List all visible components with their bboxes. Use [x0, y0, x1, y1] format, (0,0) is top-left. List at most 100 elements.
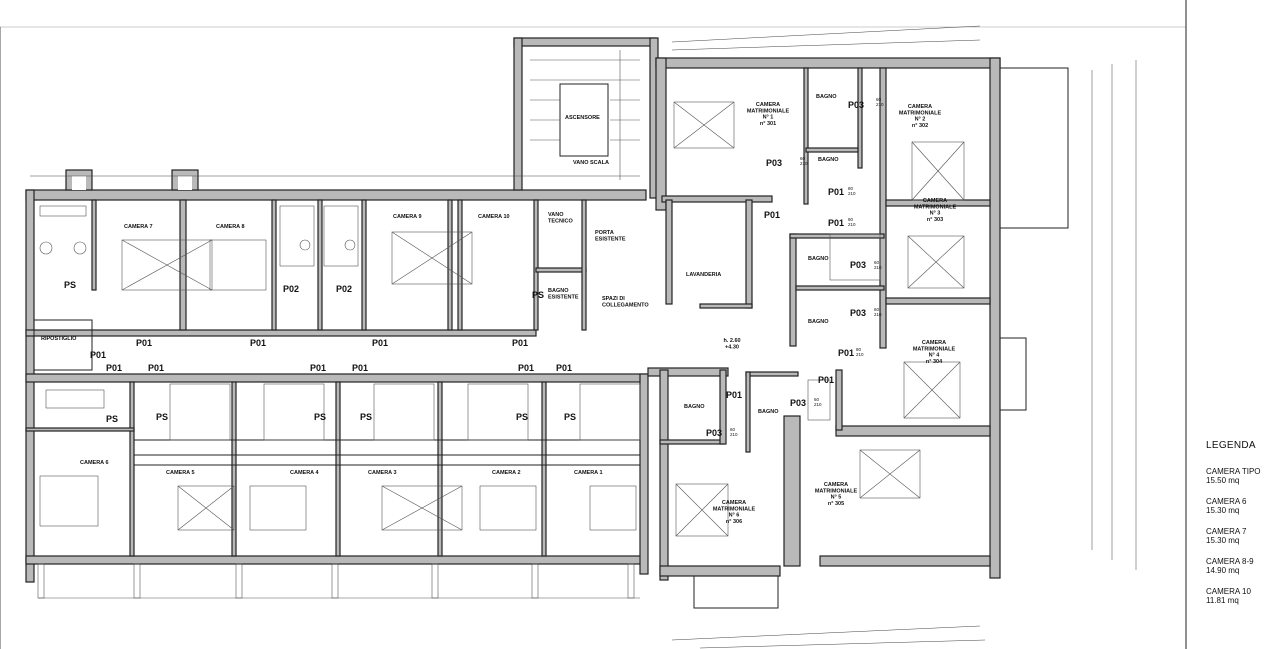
door-p01: P01 [250, 338, 266, 348]
door-p01: P01 [372, 338, 388, 348]
legend-title: LEGENDA [1206, 440, 1256, 451]
door-p01: P01 [310, 363, 326, 373]
door-ps: PS [360, 412, 372, 422]
camera-7-label: CAMERA 7 [124, 224, 153, 230]
door-p01: P01 [828, 218, 844, 228]
bagno-label: BAGNO [808, 319, 829, 325]
camera-9-label: CAMERA 9 [393, 214, 422, 220]
legend-item-name: CAMERA 7 [1206, 527, 1247, 536]
door-ps: PS [564, 412, 576, 422]
bagno-label: BAGNO [816, 94, 837, 100]
door-ps: PS [516, 412, 528, 422]
camera-2-label: CAMERA 2 [492, 470, 521, 476]
door-p03: P03 [766, 158, 782, 168]
door-p02: P02 [336, 284, 352, 294]
door-ps: PS [64, 280, 76, 290]
vano-scala-label: VANO SCALA [573, 160, 609, 166]
door-p01: P01 [106, 363, 122, 373]
camera-3-label: CAMERA 3 [368, 470, 397, 476]
camera-1-label: CAMERA 1 [574, 470, 603, 476]
beds-east [673, 101, 965, 537]
dimension-lines [30, 25, 1137, 649]
legend-item-area: 15.30 mq [1206, 506, 1240, 515]
legend-item-name: CAMERA 6 [1206, 497, 1247, 506]
legend-item-name: CAMERA TIPO [1206, 467, 1261, 476]
door-p01: P01 [818, 375, 834, 385]
door-p01: P01 [518, 363, 534, 373]
camera-6-label: CAMERA 6 [80, 460, 109, 466]
legend-item-area: 14.90 mq [1206, 566, 1240, 575]
door-labels: PS PS P02 P02 P01 P01 P01 P01 P01 P01 P0… [64, 97, 884, 438]
door-p03: P03 [850, 260, 866, 270]
legend-item-name: CAMERA 8-9 [1206, 557, 1254, 566]
door-p03: P03 [848, 100, 864, 110]
stair-core [513, 37, 659, 199]
west-wing-walls [25, 169, 649, 599]
bathroom-fixtures-west [39, 205, 641, 441]
door-ps: PS [532, 290, 544, 300]
camera-10-label: CAMERA 10 [478, 214, 510, 220]
door-p01: P01 [512, 338, 528, 348]
door-p01: P01 [556, 363, 572, 373]
door-ps: PS [156, 412, 168, 422]
ascensore-label: ASCENSORE [565, 115, 600, 121]
camera-8-label: CAMERA 8 [216, 224, 245, 230]
door-p02: P02 [283, 284, 299, 294]
ripostiglio-label: RIPOSTIGLIO [41, 336, 77, 342]
camera-4-label: CAMERA 4 [290, 470, 319, 476]
door-p03: P03 [850, 308, 866, 318]
lavanderia-label: LAVANDERIA [686, 272, 721, 278]
door-p01: P01 [764, 210, 780, 220]
door-p01: P01 [352, 363, 368, 373]
legend-item-area: 15.50 mq [1206, 476, 1240, 485]
door-p03: P03 [706, 428, 722, 438]
door-p03: P03 [790, 398, 806, 408]
camera-5-label: CAMERA 5 [166, 470, 195, 476]
bagno-label: BAGNO [818, 157, 839, 163]
door-p01: P01 [148, 363, 164, 373]
door-p01: P01 [726, 390, 742, 400]
door-p01: P01 [838, 348, 854, 358]
bagno-label: BAGNO [758, 409, 779, 415]
legend-item-area: 15.30 mq [1206, 536, 1240, 545]
height-note: h. 2.60+4.30 [723, 338, 740, 350]
legend-item-area: 11.81 mq [1206, 596, 1239, 605]
door-ps: PS [106, 414, 118, 424]
beds-west [39, 231, 637, 531]
room-labels: CAMERA 7 CAMERA 8 CAMERA 9 CAMERA 10 VAN… [41, 94, 957, 525]
door-ps: PS [314, 412, 326, 422]
bagno-label: BAGNO [684, 404, 705, 410]
door-p01: P01 [90, 350, 106, 360]
door-p01: P01 [136, 338, 152, 348]
door-p01: P01 [828, 187, 844, 197]
legend-item-name: CAMERA 10 [1206, 587, 1251, 596]
bagno-label: BAGNO [808, 256, 829, 262]
